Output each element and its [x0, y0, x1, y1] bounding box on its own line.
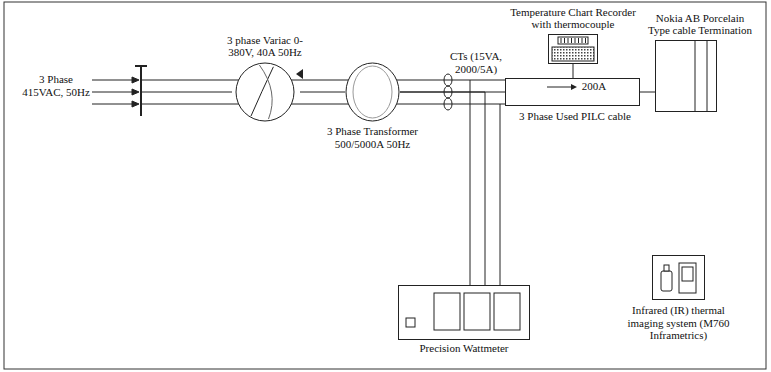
ir-camera-outline: [652, 255, 705, 300]
ir-camera: Infrared (IR) thermal imaging system (M7…: [652, 255, 705, 300]
variac: 3 phase Variac 0-380V, 40A 50Hz: [230, 62, 300, 122]
pilc-cable: 3 Phase Used PILC cable: [505, 78, 640, 106]
cable-termination: Nokia AB Porcelain Type cable Terminatio…: [655, 40, 717, 112]
transformer-outline: [345, 62, 400, 122]
frame: [4, 2, 766, 369]
variac-outline: [230, 62, 300, 122]
cable-termination-outline: [655, 40, 717, 112]
chart-recorder-outline: [548, 34, 598, 64]
wire-connector: [300, 92, 345, 93]
component-label: 3 Phase Transformer 500/5000A 50Hz: [325, 125, 420, 150]
ct-label: CTs (15VA, 2000/5A): [428, 50, 524, 75]
wattmeter: Precision Wattmeter: [398, 285, 530, 340]
wattmeter-outline: [398, 285, 530, 340]
wire-connector: [400, 92, 485, 285]
component-label: Nokia AB Porcelain Type cable Terminatio…: [648, 12, 752, 37]
wire-connector: [640, 92, 655, 93]
switch-symbol: [135, 66, 147, 116]
component-label: Infrared (IR) thermal imaging system (M7…: [620, 304, 737, 342]
three-phase-wires: [142, 80, 505, 285]
transformer: 3 Phase Transformer 500/5000A 50Hz: [345, 62, 400, 122]
supply-arrows: [92, 77, 139, 107]
component-label: 3 phase Variac 0-380V, 40A 50Hz: [215, 34, 315, 59]
wire-connector: [573, 64, 574, 78]
component-label: 3 Phase Used PILC cable: [510, 110, 640, 123]
current-label: 200A: [578, 80, 610, 93]
component-label: Precision Wattmeter: [394, 342, 534, 355]
chart-recorder: Temperature Chart Recorder with thermoco…: [548, 34, 598, 64]
pilc-cable-outline: [505, 78, 640, 106]
component-label: Temperature Chart Recorder with thermoco…: [503, 6, 643, 31]
supply-label: 3 Phase 415VAC, 50Hz: [22, 73, 90, 98]
